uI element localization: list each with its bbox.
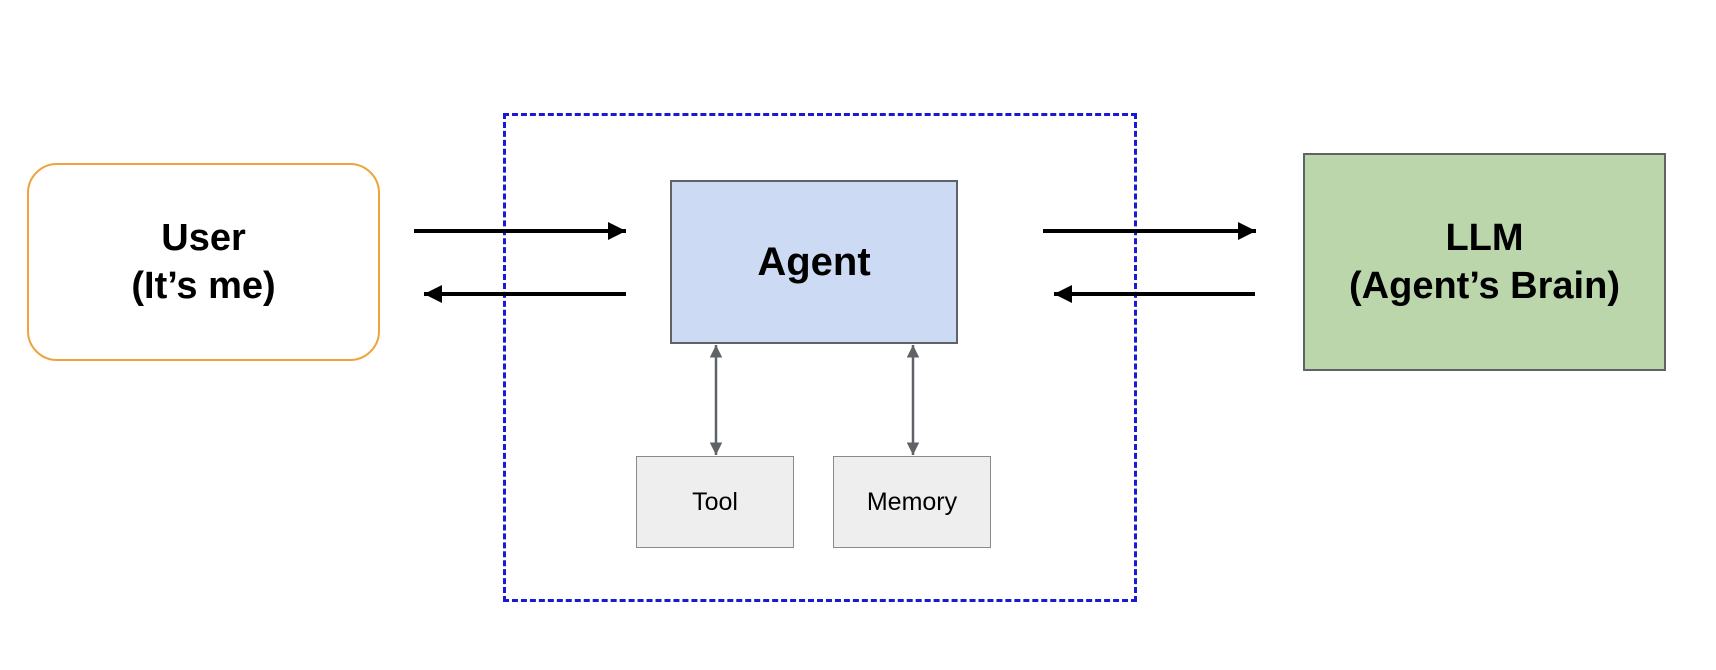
user-node: User (It’s me) — [27, 163, 380, 361]
tool-node: Tool — [636, 456, 794, 548]
user-node-label: User (It’s me) — [131, 217, 276, 307]
memory-node: Memory — [833, 456, 991, 548]
tool-node-label: Tool — [692, 487, 738, 516]
llm-node-label: LLM (Agent’s Brain) — [1349, 217, 1620, 307]
agent-node-label: Agent — [757, 239, 871, 284]
memory-node-label: Memory — [866, 487, 958, 516]
agent-node: Agent — [670, 180, 958, 344]
llm-node: LLM (Agent’s Brain) — [1303, 153, 1666, 371]
agent-system-boundary — [503, 113, 1137, 602]
